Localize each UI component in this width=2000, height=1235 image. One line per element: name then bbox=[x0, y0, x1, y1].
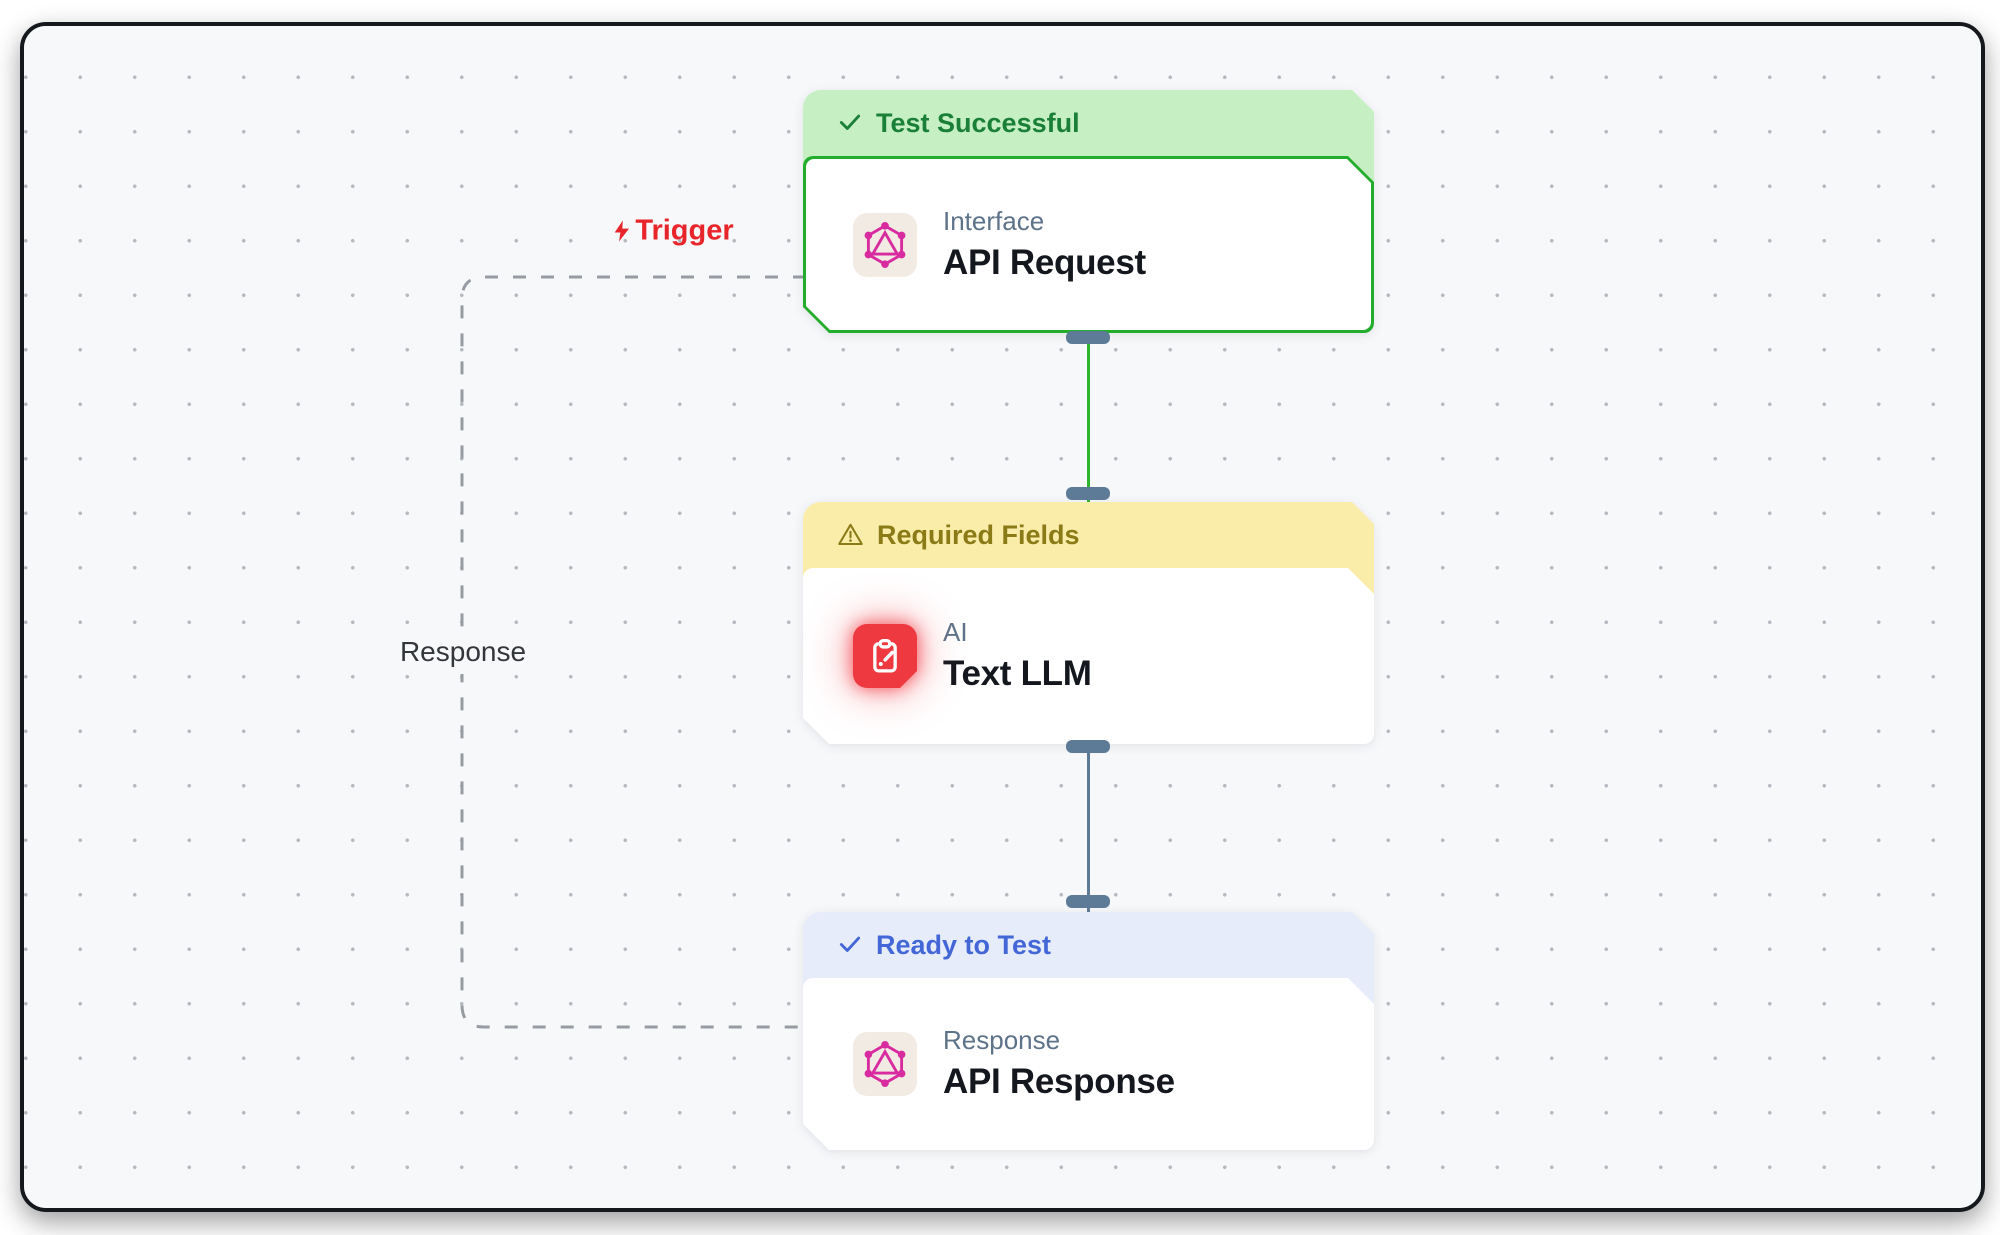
warning-icon bbox=[837, 521, 864, 548]
connector-stub-llm-out[interactable] bbox=[1066, 740, 1110, 753]
workflow-canvas[interactable]: Trigger Response Test Successful bbox=[24, 26, 1981, 1208]
node-card[interactable]: Response API Response bbox=[803, 978, 1374, 1150]
node-title: Text LLM bbox=[943, 654, 1092, 693]
node-text-llm[interactable]: Required Fields bbox=[803, 502, 1374, 744]
node-card[interactable]: AI Text LLM bbox=[803, 568, 1374, 744]
connector-stub-request-out[interactable] bbox=[1066, 331, 1110, 344]
trigger-label-text: Trigger bbox=[635, 214, 734, 247]
status-text: Required Fields bbox=[877, 520, 1080, 550]
node-api-response[interactable]: Ready to Test bbox=[803, 912, 1374, 1150]
check-icon bbox=[837, 109, 863, 135]
graphql-icon bbox=[853, 1032, 917, 1096]
node-api-request[interactable]: Test Successful bbox=[803, 90, 1374, 333]
node-title: API Request bbox=[943, 242, 1146, 282]
connector-stub-llm-in[interactable] bbox=[1066, 487, 1110, 500]
edge-llm-to-response bbox=[1087, 744, 1090, 912]
node-title: API Response bbox=[943, 1062, 1175, 1101]
edge-request-to-llm bbox=[1087, 333, 1090, 502]
bolt-icon bbox=[614, 220, 630, 242]
node-category-label: AI bbox=[943, 617, 968, 647]
screenshot-frame: Trigger Response Test Successful bbox=[20, 22, 1985, 1212]
node-category-label: Response bbox=[943, 1025, 1061, 1055]
response-edge-label: Response bbox=[389, 630, 537, 674]
node-card[interactable]: Interface API Request bbox=[803, 156, 1374, 333]
check-icon bbox=[837, 931, 863, 957]
status-text: Test Successful bbox=[876, 108, 1080, 138]
clipboard-edit-icon bbox=[853, 624, 917, 688]
node-category-label: Interface bbox=[943, 205, 1045, 236]
trigger-label: Trigger bbox=[610, 214, 734, 248]
status-text: Ready to Test bbox=[876, 930, 1052, 960]
connector-stub-response-in[interactable] bbox=[1066, 895, 1110, 908]
graphql-icon bbox=[853, 212, 917, 277]
